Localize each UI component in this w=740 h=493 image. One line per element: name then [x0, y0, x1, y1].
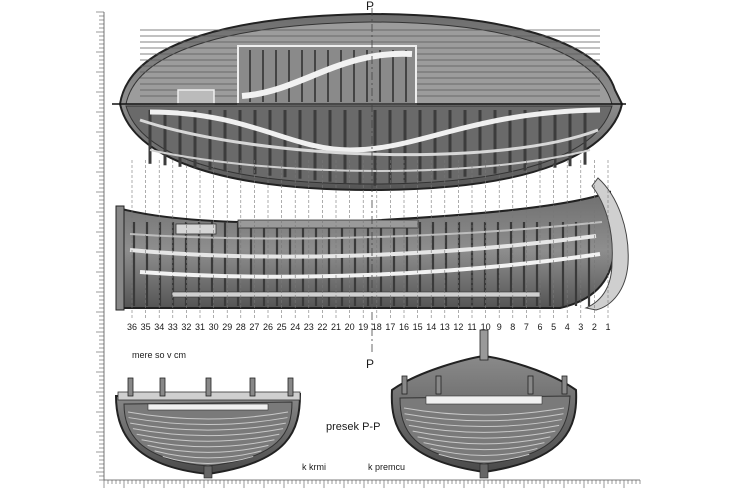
- section-post: [527, 375, 534, 395]
- section-post: [205, 377, 212, 397]
- frame-number: 33: [168, 322, 178, 332]
- frame-number: 20: [345, 322, 355, 332]
- section-plank: [154, 450, 262, 459]
- section-plank: [423, 442, 545, 451]
- vertical-ruler: [96, 11, 105, 481]
- section-plank: [408, 424, 560, 433]
- frame-number: 17: [385, 322, 395, 332]
- frame-number: 22: [317, 322, 327, 332]
- section-plank: [430, 447, 538, 456]
- frame-number: 16: [399, 322, 409, 332]
- frame-number: 30: [209, 322, 219, 332]
- section-plank: [406, 419, 562, 428]
- section-plank: [147, 444, 269, 453]
- section-post: [561, 375, 568, 395]
- section-title: presek P-P: [326, 421, 380, 433]
- frame-number: 9: [497, 322, 502, 332]
- horizontal-ruler: [103, 479, 641, 488]
- frame-number: 29: [222, 322, 232, 332]
- scale-note: mere so v cm: [132, 350, 186, 360]
- section-plank: [136, 433, 280, 442]
- frame-number: 14: [426, 322, 436, 332]
- frame-number: 12: [453, 322, 463, 332]
- section-post: [249, 377, 256, 397]
- frame-number: 6: [537, 322, 542, 332]
- frame-number: 28: [236, 322, 246, 332]
- side-elevation-view: [115, 177, 629, 311]
- frame-number: 8: [510, 322, 515, 332]
- frame-number: 26: [263, 322, 273, 332]
- frame-number: 27: [249, 322, 259, 332]
- frame-number: 23: [304, 322, 314, 332]
- section-plank: [132, 428, 284, 437]
- frame-number: 13: [440, 322, 450, 332]
- section-plank: [127, 411, 289, 420]
- top-plan-view: [112, 12, 626, 192]
- frame-number: 11: [467, 322, 476, 332]
- section-plank: [417, 436, 551, 445]
- section-plank: [412, 430, 556, 439]
- section-plank: [404, 413, 564, 422]
- section-plank: [403, 407, 565, 416]
- section-marker-bottom: P: [366, 357, 374, 371]
- frame-number: 4: [565, 322, 570, 332]
- frame-number: 19: [358, 322, 368, 332]
- frame-number: 5: [551, 322, 556, 332]
- frame-number: 1: [605, 322, 610, 332]
- section-post: [159, 377, 166, 397]
- section-plank: [128, 417, 288, 426]
- section-marker-top: P: [366, 0, 374, 13]
- section-plank: [162, 455, 254, 464]
- frame-number: 18: [372, 322, 382, 332]
- frame-number: 7: [524, 322, 529, 332]
- label-to-bow: k premcu: [368, 462, 405, 472]
- frame-number: 36: [127, 322, 137, 332]
- section-plank: [438, 453, 530, 462]
- frame-number: 35: [141, 322, 151, 332]
- frame-number: 24: [290, 322, 300, 332]
- label-to-stern: k krmi: [302, 462, 326, 472]
- frame-number: 10: [481, 322, 491, 332]
- frame-number: 32: [181, 322, 191, 332]
- frame-number: 31: [195, 322, 205, 332]
- frame-number: 34: [154, 322, 164, 332]
- frame-number: 21: [331, 322, 341, 332]
- frame-number: 25: [277, 322, 287, 332]
- section-post: [401, 375, 408, 395]
- section-post: [435, 375, 442, 395]
- frame-number: 15: [413, 322, 423, 332]
- section-view-stern: [114, 377, 302, 479]
- section-post: [127, 377, 134, 397]
- frame-number: 3: [578, 322, 583, 332]
- frame-station-lines: [131, 160, 609, 320]
- section-plank: [130, 422, 286, 431]
- section-view-bow: [390, 329, 578, 479]
- frame-number: 2: [592, 322, 597, 332]
- section-post: [287, 377, 294, 397]
- section-plank: [141, 439, 275, 448]
